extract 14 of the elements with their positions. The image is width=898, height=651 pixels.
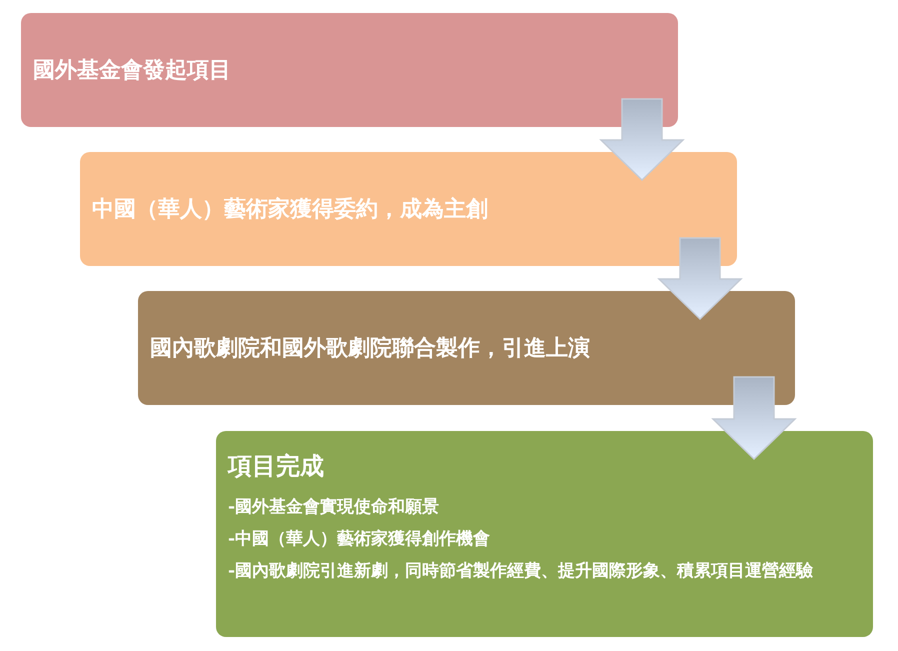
bullet-text: -國外基金會實現使命和願景 — [228, 496, 440, 519]
process-box — [21, 13, 678, 127]
box-heading: 中國（華人）藝術家獲得委約，成為主創 — [92, 194, 489, 224]
process-box — [216, 431, 873, 637]
down-arrow — [599, 98, 685, 182]
bullet-text: -國內歌劇院引進新劇，同時節省製作經費、提升國際形象、積累項目運營經驗 — [228, 560, 814, 584]
box-heading: 項目完成 — [228, 450, 325, 482]
box-heading: 國內歌劇院和國外歌劇院聯合製作，引進上演 — [150, 334, 591, 363]
down-arrow — [657, 237, 743, 320]
process-box — [138, 291, 795, 405]
down-arrow — [711, 376, 797, 460]
bullet-text: -中國（華人）藝術家獲得創作機會 — [228, 528, 492, 551]
process-box — [80, 152, 737, 266]
box-heading: 國外基金會發起項目 — [33, 56, 232, 85]
